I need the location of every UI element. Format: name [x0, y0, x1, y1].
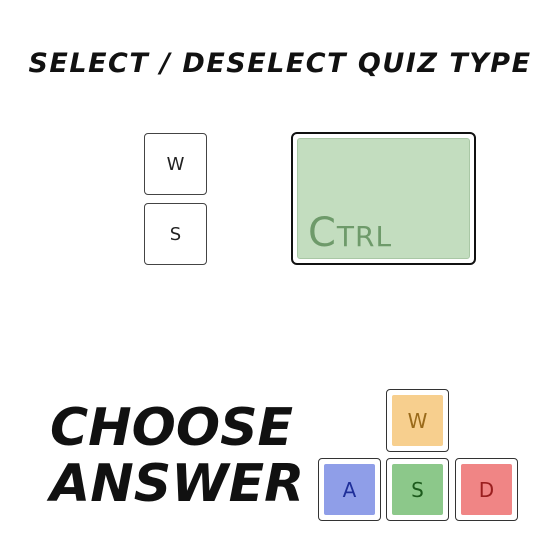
- answer-key-w: W: [386, 389, 449, 452]
- answer-key-w-face: W: [392, 395, 443, 446]
- answer-key-s: S: [386, 458, 449, 521]
- w-key: W: [144, 133, 207, 195]
- s-key-label: S: [169, 223, 182, 245]
- answer-key-d: D: [455, 458, 518, 521]
- answer-key-w-label: W: [407, 408, 428, 433]
- answer-key-d-face: D: [461, 464, 512, 515]
- select-deselect-title: SELECT / DESELECT QUIZ TYPE: [28, 48, 532, 79]
- w-key-label: W: [166, 153, 185, 175]
- choose-answer-line1: CHOOSE: [50, 398, 294, 458]
- answer-key-s-face: S: [392, 464, 443, 515]
- answer-key-a-face: A: [324, 464, 375, 515]
- s-key: S: [144, 203, 207, 265]
- ctrl-key: Ctrl: [291, 132, 476, 265]
- answer-key-s-label: S: [411, 477, 424, 502]
- answer-key-d-label: D: [478, 477, 495, 502]
- choose-answer-title: CHOOSE ANSWER: [50, 398, 305, 514]
- answer-key-a: A: [318, 458, 381, 521]
- ctrl-key-label: Ctrl: [308, 210, 393, 256]
- ctrl-key-face: Ctrl: [297, 138, 470, 259]
- choose-answer-line2: ANSWER: [50, 454, 305, 514]
- answer-key-a-label: A: [342, 477, 357, 502]
